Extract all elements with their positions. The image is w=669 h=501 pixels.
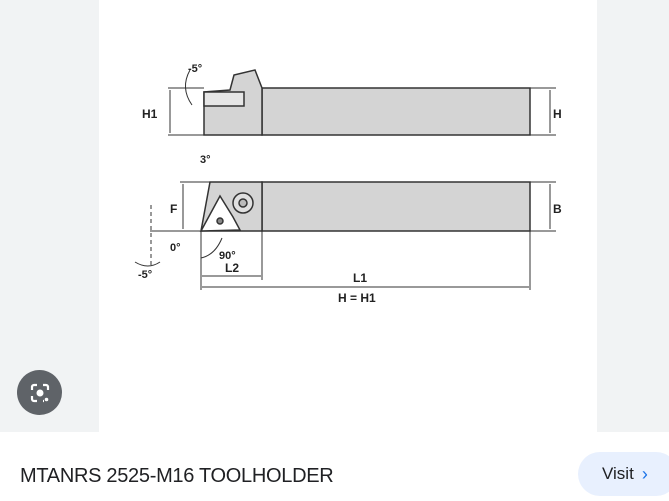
visit-label: Visit	[602, 464, 634, 483]
label-f: F	[170, 202, 177, 216]
label-angle-90: 90°	[219, 250, 236, 262]
result-title[interactable]: MTANRS 2525-M16 TOOLHOLDER	[20, 465, 334, 487]
label-h1: H1	[142, 107, 158, 121]
toolholder-diagram: H1 H B F L1 L2 H = H1 -5° 3° 0° 90° -5°	[134, 63, 562, 305]
label-l1: L1	[353, 271, 367, 285]
google-lens-icon	[30, 383, 49, 402]
label-l2: L2	[225, 261, 239, 275]
label-angle-0: 0°	[170, 242, 181, 254]
label-b: B	[553, 202, 562, 216]
clamp-center	[238, 198, 248, 208]
insert-top-view	[203, 91, 245, 107]
label-h: H	[553, 107, 562, 121]
chevron-right-icon: ›	[641, 463, 648, 484]
clamp-screw	[216, 217, 224, 225]
label-h-eq-h1: H = H1	[338, 291, 376, 305]
label-angle-3: 3°	[200, 154, 211, 166]
google-lens-button[interactable]	[17, 370, 62, 415]
insert-side-view	[199, 194, 242, 232]
label-angle-neg5-bottom: -5°	[138, 269, 152, 281]
dimension-lines	[134, 69, 556, 290]
shank-side-view	[261, 181, 531, 232]
label-angle-neg5-top: -5°	[188, 63, 202, 75]
shank-top-view	[261, 87, 531, 136]
visit-button[interactable]: Visit ›	[578, 452, 669, 496]
product-image[interactable]: H1 H B F L1 L2 H = H1 -5° 3° 0° 90° -5°	[99, 0, 597, 432]
